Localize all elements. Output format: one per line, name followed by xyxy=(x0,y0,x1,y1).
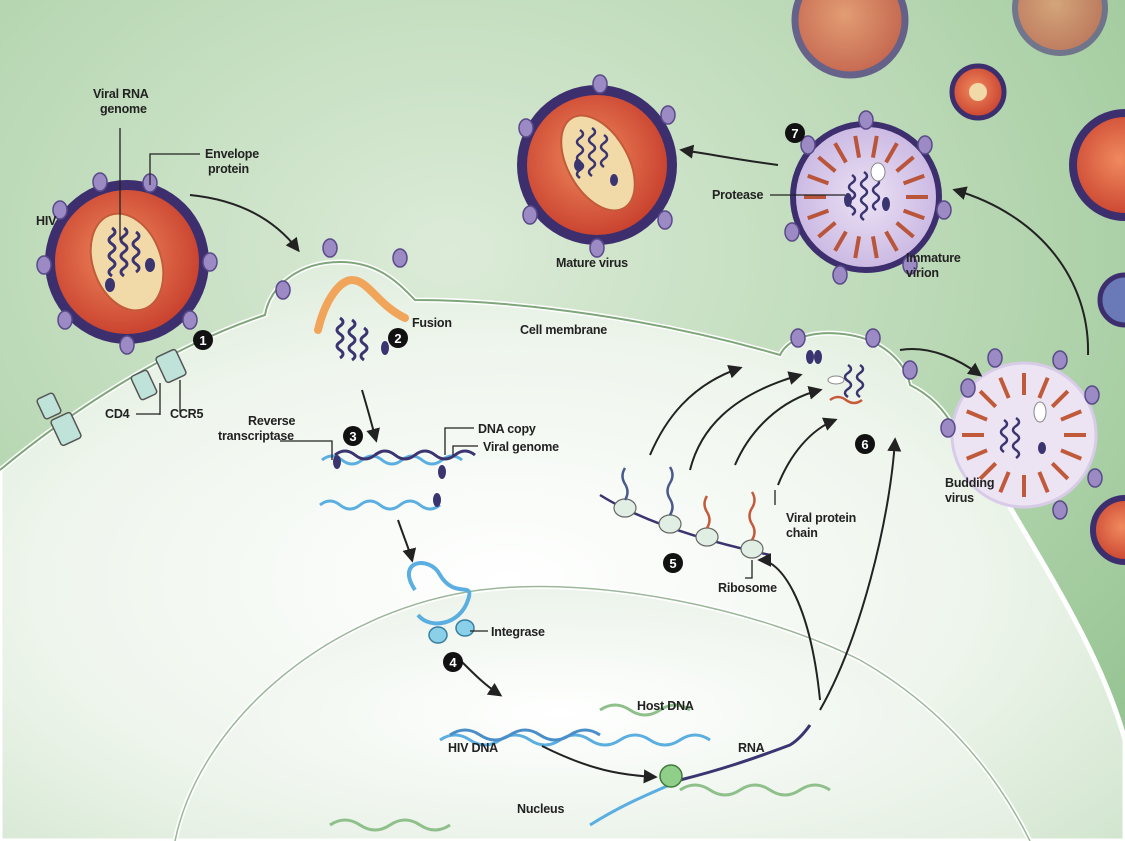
svg-text:6: 6 xyxy=(861,437,868,452)
step-marker-2: 2 xyxy=(388,328,408,348)
integrase-left xyxy=(429,627,447,643)
label-viral-protein-chain-line2: chain xyxy=(786,526,818,540)
rna-polymerase xyxy=(660,765,682,787)
label-fusion: Fusion xyxy=(412,316,452,330)
background-virus-1 xyxy=(795,0,905,75)
step-marker-6: 6 xyxy=(855,434,875,454)
label-viral-rna-genome-line1: Viral RNA xyxy=(93,87,149,101)
label-budding-virus-line1: Budding xyxy=(945,476,994,490)
label-nucleus: Nucleus xyxy=(517,802,564,816)
label-reverse-transcriptase-line2: transcriptase xyxy=(218,429,294,443)
label-viral-genome: Viral genome xyxy=(483,440,559,454)
label-envelope-protein-line2: protein xyxy=(208,162,249,176)
label-envelope-protein-line1: Envelope xyxy=(205,147,259,161)
label-cd4: CD4 xyxy=(105,407,130,421)
label-hiv: HIV xyxy=(36,214,57,228)
label-dna-copy: DNA copy xyxy=(478,422,536,436)
step-marker-3: 3 xyxy=(343,426,363,446)
svg-text:7: 7 xyxy=(791,126,798,141)
label-rna: RNA xyxy=(738,741,765,755)
label-protease: Protease xyxy=(712,188,763,202)
step-marker-4: 4 xyxy=(443,652,463,672)
label-viral-protein-chain-line1: Viral protein xyxy=(786,511,856,525)
svg-text:2: 2 xyxy=(394,331,401,346)
label-integrase: Integrase xyxy=(491,625,545,639)
svg-text:5: 5 xyxy=(669,556,676,571)
label-mature-virus: Mature virus xyxy=(556,256,628,270)
label-cell-membrane: Cell membrane xyxy=(520,323,607,337)
label-immature-virion-line2: virion xyxy=(906,266,939,280)
label-host-dna: Host DNA xyxy=(637,699,694,713)
step-marker-5: 5 xyxy=(663,553,683,573)
label-ribosome: Ribosome xyxy=(718,581,777,595)
step-marker-1: 1 xyxy=(193,330,213,350)
integrase-right xyxy=(456,620,474,636)
background-virus-small xyxy=(952,66,1004,118)
label-viral-rna-genome-line2: genome xyxy=(100,102,147,116)
label-ccr5: CCR5 xyxy=(170,407,203,421)
label-reverse-transcriptase-line1: Reverse xyxy=(248,414,295,428)
step-marker-7: 7 xyxy=(785,123,805,143)
svg-text:4: 4 xyxy=(449,655,457,670)
label-immature-virion-line1: Immature xyxy=(906,251,961,265)
svg-text:3: 3 xyxy=(349,429,356,444)
label-budding-virus-line2: virus xyxy=(945,491,974,505)
label-hiv-dna: HIV DNA xyxy=(448,741,498,755)
svg-text:1: 1 xyxy=(199,333,206,348)
